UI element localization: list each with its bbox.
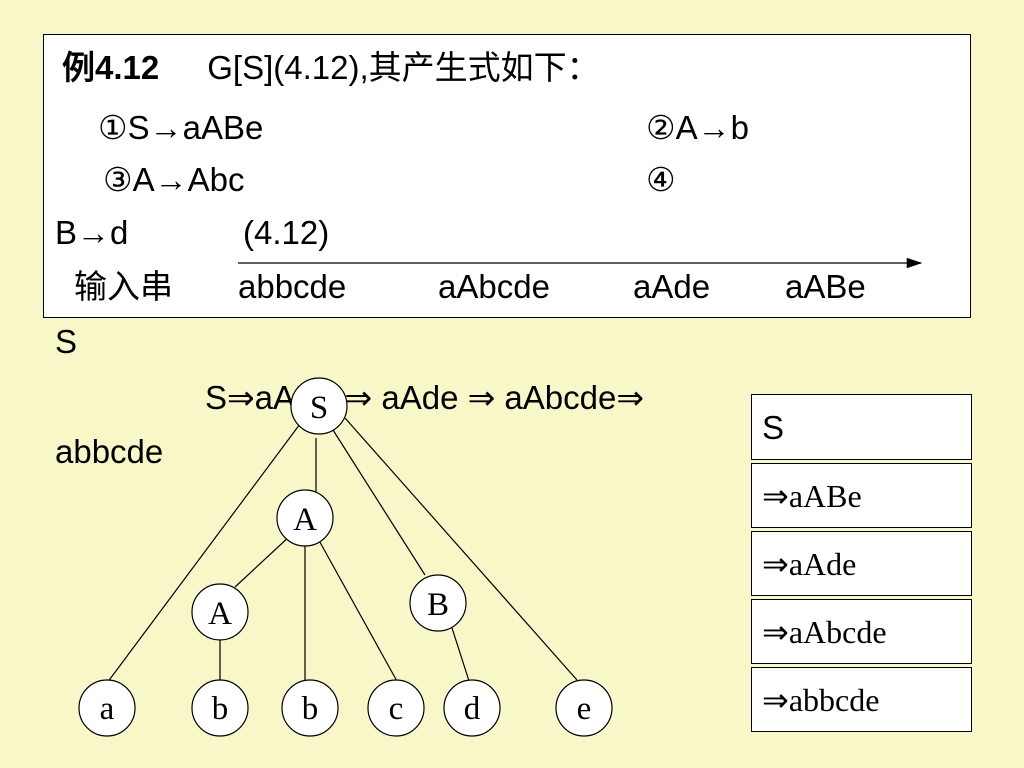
- leaf-b1: b: [212, 691, 229, 727]
- production-3: ③A→Abc: [103, 161, 245, 198]
- node-B: B: [427, 587, 449, 623]
- grammar-heading: G[S](4.12),其产生式如下：: [207, 49, 600, 86]
- equation-label: (4.12): [243, 214, 330, 251]
- derivation-cell-1: S: [751, 394, 972, 460]
- node-S: S: [310, 390, 328, 426]
- derivation-cell-5: ⇒abbcde: [751, 667, 972, 732]
- node-A-inner: A: [208, 596, 232, 632]
- derivation-cell-2: ⇒aABe: [751, 463, 972, 528]
- node-A: A: [293, 502, 317, 538]
- tree-edges: [106, 417, 578, 685]
- derivation-tail: abbcde: [55, 433, 164, 470]
- edge-A-A: [234, 534, 292, 588]
- tree-node-circles: [78, 377, 613, 737]
- leaf-e: e: [577, 691, 592, 727]
- leaf-c: c: [389, 691, 404, 727]
- production-4: B→d: [55, 214, 129, 251]
- reduction-step-1: abbcde: [238, 268, 347, 305]
- example-title: 例4.12 G[S](4.12),其产生式如下：: [62, 51, 600, 84]
- edge-B-d: [451, 627, 471, 685]
- grammar-box: [43, 34, 971, 318]
- edge-s-e: [344, 417, 578, 681]
- derivation-cell-3: ⇒aAde: [751, 531, 972, 596]
- reduction-step-4: aABe: [785, 268, 866, 305]
- leaf-b2: b: [302, 691, 319, 727]
- edge-A-c: [315, 534, 399, 684]
- input-label: 输入串: [74, 268, 173, 305]
- production-4-marker: ④: [646, 161, 676, 198]
- production-2: ②A→b: [646, 109, 749, 146]
- production-1: ①S→aABe: [98, 109, 264, 146]
- edge-s-B: [332, 429, 426, 576]
- edge-s-a: [106, 423, 301, 684]
- reduction-step-2: aAbcde: [438, 268, 550, 305]
- leaf-a: a: [100, 691, 115, 727]
- reduction-step-3: aAde: [633, 268, 711, 305]
- reduction-step-5: S: [55, 323, 78, 360]
- derivation-cell-4: ⇒aAbcde: [751, 599, 972, 664]
- leaf-d: d: [464, 691, 481, 727]
- derivation-line: S⇒aABe ⇒ aAde ⇒ aAbcde⇒: [205, 379, 645, 416]
- example-number: 例4.12: [62, 49, 160, 86]
